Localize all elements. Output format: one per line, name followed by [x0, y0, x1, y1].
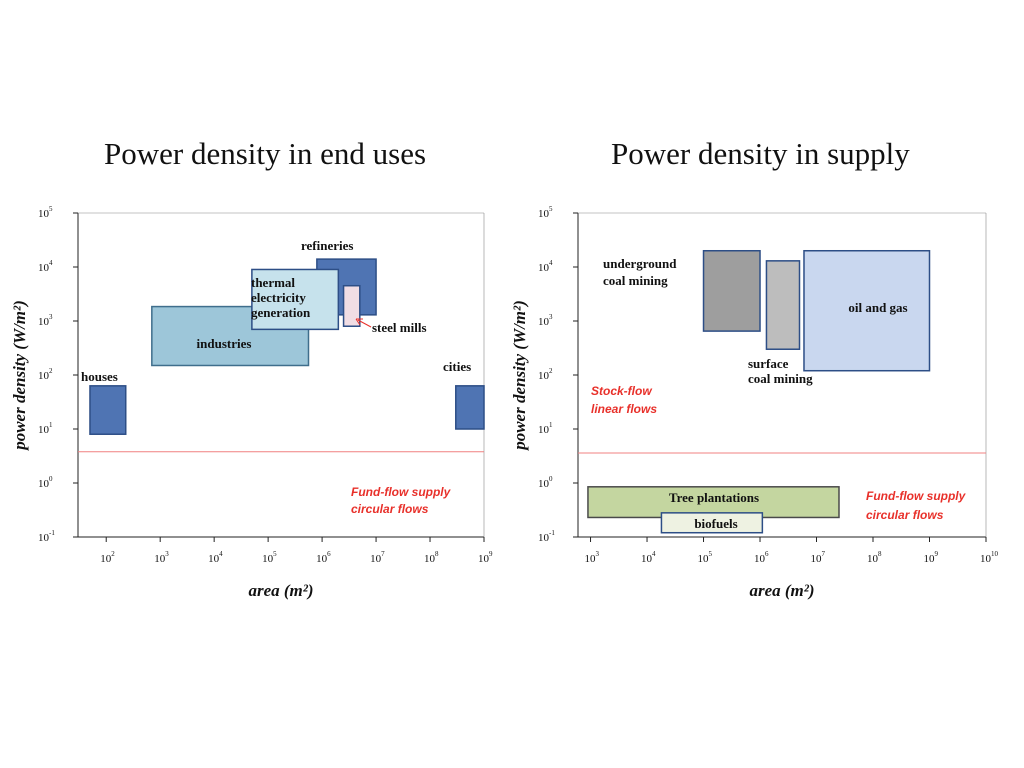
x-tick-label: 102	[100, 550, 115, 565]
annotation-note: circular flows	[866, 508, 944, 522]
box-underground-coal-mining	[702, 249, 761, 332]
box-label: thermal	[251, 275, 295, 290]
y-tick-label: 104	[38, 259, 53, 274]
steel-mills-arrowhead	[355, 318, 363, 326]
box-houses	[89, 385, 127, 435]
box-label: surface	[748, 356, 789, 371]
y-tick-label: 102	[538, 367, 553, 382]
box-label: refineries	[301, 238, 353, 253]
annotation-note: linear flows	[591, 402, 657, 416]
x-tick-label: 105	[262, 550, 277, 565]
x-tick-label: 106	[754, 550, 769, 565]
chart-title-end-uses: Power density in end uses	[104, 136, 427, 171]
box-label: electricity	[251, 290, 306, 305]
y-tick-label: 10-1	[538, 529, 555, 544]
box-label: cities	[443, 359, 471, 374]
y-tick-label: 104	[538, 259, 553, 274]
box-oil-and-gas	[803, 249, 931, 372]
y-tick-label: 10-1	[38, 529, 55, 544]
annotation-note: Fund-flow supply	[866, 489, 967, 503]
box-label: Tree plantations	[669, 490, 759, 505]
y-axis-title: power density (W/m²)	[10, 300, 29, 452]
x-tick-label: 108	[867, 550, 882, 565]
x-tick-label: 107	[811, 550, 826, 565]
box-surface-coal-mining	[765, 260, 801, 350]
y-tick-label: 102	[38, 367, 53, 382]
x-tick-label: 109	[924, 550, 939, 565]
box-label: coal mining	[603, 273, 668, 288]
x-tick-label: 109	[478, 550, 493, 565]
x-tick-label: 104	[208, 550, 223, 565]
x-tick-label: 104	[641, 550, 656, 565]
y-tick-label: 100	[538, 475, 553, 490]
box-label: generation	[251, 305, 311, 320]
y-tick-label: 103	[38, 313, 53, 328]
box-label: houses	[81, 369, 118, 384]
y-tick-label: 103	[538, 313, 553, 328]
annotation-note: circular flows	[351, 502, 429, 516]
x-tick-label: 103	[585, 550, 600, 565]
box-label: biofuels	[694, 516, 737, 531]
y-tick-label: 101	[38, 421, 53, 436]
x-tick-label: 106	[316, 550, 331, 565]
box-label: steel mills	[372, 320, 427, 335]
box-thermal-electricity-generation	[251, 268, 340, 331]
box-cities	[455, 385, 485, 430]
x-tick-label: 107	[370, 550, 385, 565]
chart-0: 102 103 104 105 106 107 108 109 10-1 100 101 102 103…	[10, 205, 493, 600]
box-label: coal mining	[748, 371, 813, 386]
box-steel-mills	[342, 284, 361, 327]
y-tick-label: 105	[38, 205, 53, 220]
steel-mills-arrow	[357, 319, 372, 328]
chart-1: 103 104 105 106 107 108 109 1010 10-1 100 101 102 10…	[510, 205, 999, 600]
annotation-note: Stock-flow	[591, 384, 652, 398]
x-axis-title: area (m²)	[248, 581, 313, 600]
annotation-note: Fund-flow supply	[351, 485, 452, 499]
x-tick-label: 103	[154, 550, 169, 565]
y-axis-title: power density (W/m²)	[510, 300, 529, 452]
x-tick-label: 1010	[980, 550, 999, 565]
chart-title-supply: Power density in supply	[611, 136, 910, 171]
x-tick-label: 108	[424, 550, 439, 565]
x-tick-label: 105	[698, 550, 713, 565]
box-label: industries	[197, 336, 252, 351]
box-label: oil and gas	[848, 300, 907, 315]
y-tick-label: 105	[538, 205, 553, 220]
box-biofuels	[660, 512, 764, 534]
x-axis-title: area (m²)	[749, 581, 814, 600]
y-tick-label: 100	[38, 475, 53, 490]
box-label: underground	[603, 256, 677, 271]
y-tick-label: 101	[538, 421, 553, 436]
